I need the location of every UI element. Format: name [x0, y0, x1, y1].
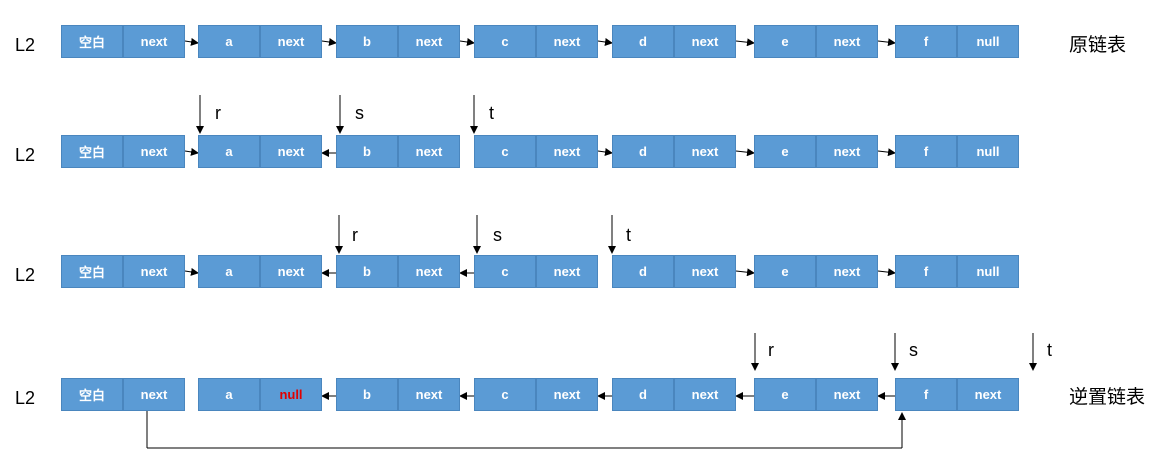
row-2-node-0-next: next [123, 135, 185, 168]
row-1-node-0-value: 空白 [61, 25, 123, 58]
row-4-node-0-next: next [123, 378, 185, 411]
row-1-label: L2 [15, 35, 36, 55]
row-2-node-1-next: next [260, 135, 322, 168]
row-4-node-3-next: next [536, 378, 598, 411]
row-1-node-4-next: next [674, 25, 736, 58]
row-1-link-arrow-0 [184, 37, 199, 46]
row-4-label: L2 [15, 388, 36, 408]
row-1-link-arrow-4 [735, 38, 755, 47]
row-3-label: L2 [15, 265, 36, 285]
row-4-pointer-t: t [1047, 340, 1053, 360]
row-1-node-3-next: next [536, 25, 598, 58]
row-3-link-arrow-4 [735, 268, 755, 277]
row-2-node-4-value: d [612, 135, 674, 168]
row-3-link-arrow-5 [877, 268, 896, 277]
row-4-node-3-value: c [474, 378, 536, 411]
row-1-node-6-next: null [957, 25, 1019, 58]
row-1-node-1-next: next [260, 25, 322, 58]
row-1-link-arrow-3 [597, 38, 613, 46]
row-1-node-3-value: c [474, 25, 536, 58]
row-1-node-4-value: d [612, 25, 674, 58]
row-3-node-1-next: next [260, 255, 322, 288]
row-3-node-0-next: next [123, 255, 185, 288]
row-1-node-5-next: next [816, 25, 878, 58]
row-2-node-3-value: c [474, 135, 536, 168]
row-2-node-1-value: a [198, 135, 260, 168]
row-2-node-5-next: next [816, 135, 878, 168]
row-3-node-4-next: next [674, 255, 736, 288]
row-4-node-1-next-null: null [260, 378, 322, 411]
row-2-node-3-next: next [536, 135, 598, 168]
row-4-node-4-value: d [612, 378, 674, 411]
row-4-node-0-value: 空白 [61, 378, 123, 411]
row-3-link-arrow-0 [184, 267, 199, 276]
row-3-node-3-next: next [536, 255, 598, 288]
row-2-node-6-value: f [895, 135, 957, 168]
row-4-node-2-next: next [398, 378, 460, 411]
row-4-node-2-value: b [336, 378, 398, 411]
row-2-node-2-value: b [336, 135, 398, 168]
row-3-pointer-s: s [493, 225, 502, 245]
row-2-link-arrow-4 [735, 148, 755, 157]
row-2-link-arrow-3 [597, 148, 613, 156]
row-2-node-4-next: next [674, 135, 736, 168]
row-2-pointer-r: r [215, 103, 221, 123]
row-2-node-6-next: null [957, 135, 1019, 168]
row-1-link-arrow-2 [459, 38, 475, 46]
row-3-node-0-value: 空白 [61, 255, 123, 288]
row-4-node-5-value: e [754, 378, 816, 411]
row-3-pointer-r: r [352, 225, 358, 245]
row-2-node-2-next: next [398, 135, 460, 168]
row-4-pointer-r: r [768, 340, 774, 360]
row-2-node-5-value: e [754, 135, 816, 168]
row-4-node-5-next: next [816, 378, 878, 411]
row-1-link-arrow-5 [877, 38, 896, 47]
row-3-node-2-next: next [398, 255, 460, 288]
row-2-link-arrow-5 [877, 148, 896, 157]
row-3-node-4-value: d [612, 255, 674, 288]
row-3-node-6-value: f [895, 255, 957, 288]
row-1-node-2-next: next [398, 25, 460, 58]
row-1-node-6-value: f [895, 25, 957, 58]
row-3-pointer-t: t [626, 225, 632, 245]
row-4-node-1-value: a [198, 378, 260, 411]
row-2-link-arrow-0 [184, 147, 199, 156]
row-2-pointer-s: s [355, 103, 364, 123]
row-1-node-0-next: next [123, 25, 185, 58]
row-1-node-1-value: a [198, 25, 260, 58]
row-3-node-5-next: next [816, 255, 878, 288]
row-4-side-label: 逆置链表 [1069, 387, 1146, 408]
row-4-node-6-value: f [895, 378, 957, 411]
row-4-node-6-next: next [957, 378, 1019, 411]
row-3-node-3-value: c [474, 255, 536, 288]
row-1-node-2-value: b [336, 25, 398, 58]
row-2-pointer-t: t [489, 103, 495, 123]
row-1-node-5-value: e [754, 25, 816, 58]
row-4-pointer-s: s [909, 340, 918, 360]
row-3-node-2-value: b [336, 255, 398, 288]
row-3-node-1-value: a [198, 255, 260, 288]
row-3-node-6-next: null [957, 255, 1019, 288]
row-3-node-5-value: e [754, 255, 816, 288]
row-2-label: L2 [15, 145, 36, 165]
row-1-side-label: 原链表 [1069, 35, 1127, 56]
row-2-node-0-value: 空白 [61, 135, 123, 168]
row-4-node-4-next: next [674, 378, 736, 411]
row-1-link-arrow-1 [321, 38, 337, 46]
